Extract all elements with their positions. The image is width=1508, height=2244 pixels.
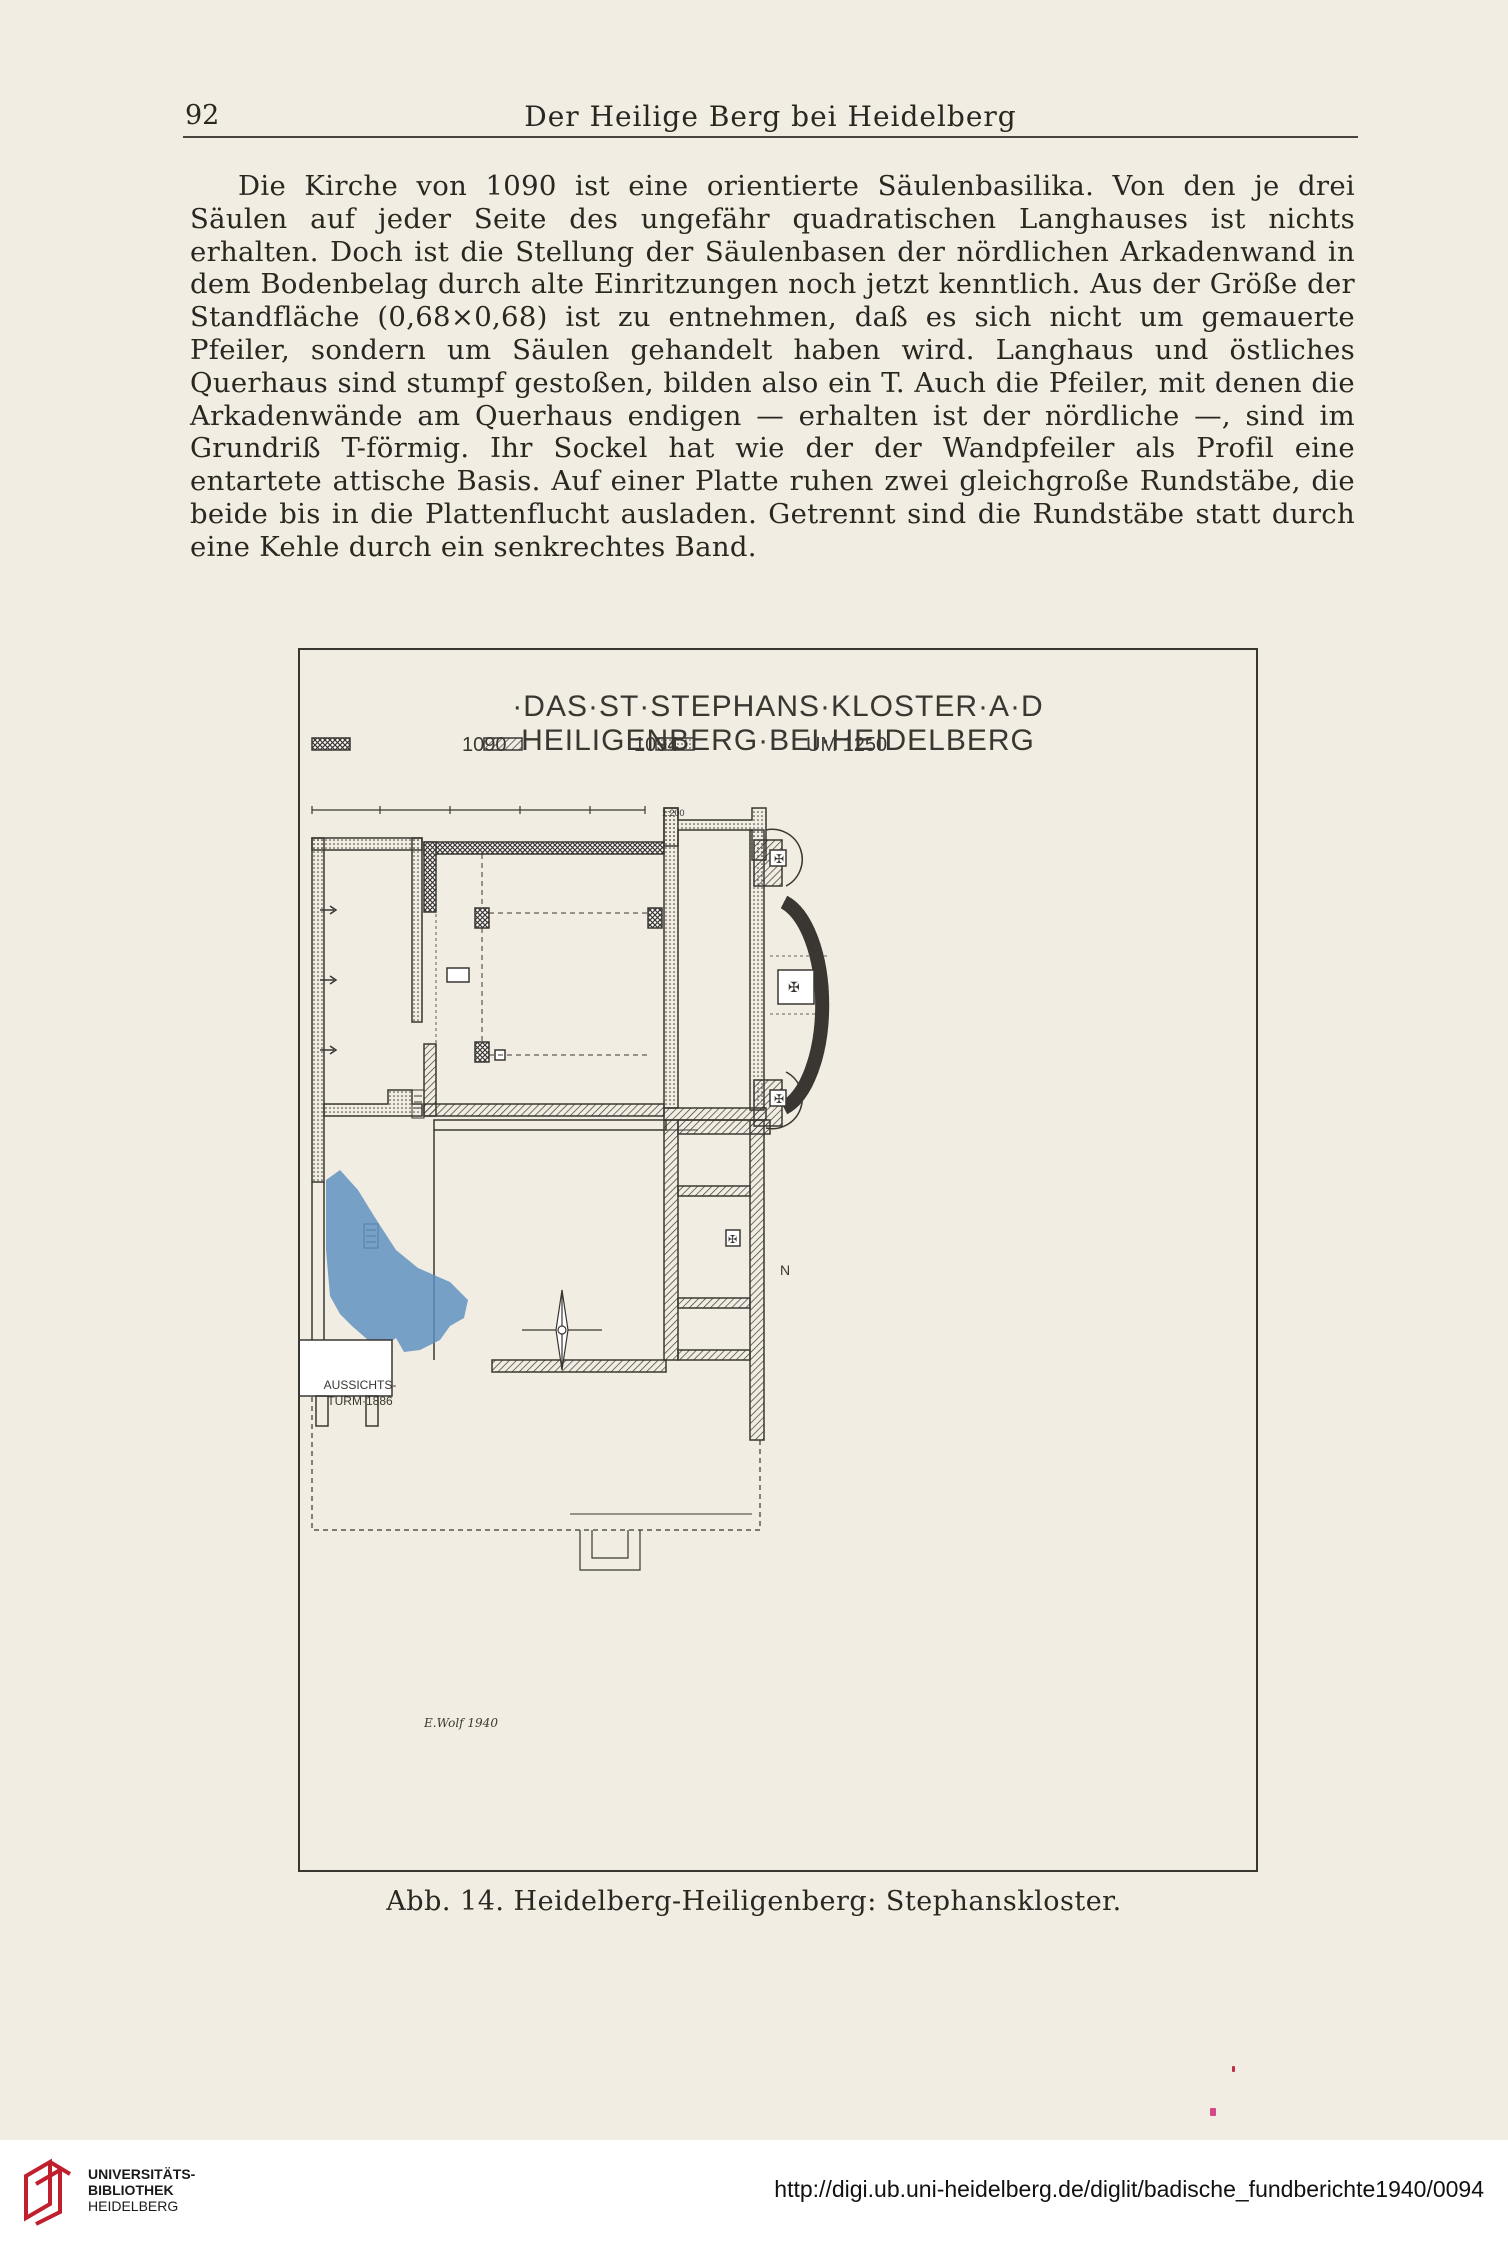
library-logo-icon[interactable] xyxy=(20,2154,76,2226)
figure-title: ·DAS·ST·STEPHANS·KLOSTER·A·D HEILIGENBER… xyxy=(512,690,1044,757)
source-url-link[interactable]: http://digi.ub.uni-heidelberg.de/diglit/… xyxy=(774,2176,1484,2202)
library-name-line2: BIBLIOTHEK xyxy=(88,2182,174,2198)
scale-bar xyxy=(311,806,646,814)
drafter-signature: E.Wolf 1940 xyxy=(424,1716,498,1730)
south-enclosure xyxy=(311,1370,761,1571)
svg-text:✠: ✠ xyxy=(788,980,800,996)
tower-label-line1: AUSSICHTS- xyxy=(323,1378,397,1392)
library-name-line1: UNIVERSITÄTS- xyxy=(88,2166,196,2182)
floor-plan-drawing: ✠ ✠ ✠ ✠ xyxy=(300,737,830,1571)
svg-text:✠: ✠ xyxy=(728,1233,737,1246)
blue-stain xyxy=(326,1170,468,1360)
lookout-tower xyxy=(300,1339,393,1427)
page-number: 92 xyxy=(185,100,220,131)
legend-label-1094: 1094 xyxy=(634,734,679,756)
north-arrow xyxy=(522,1289,602,1371)
nave xyxy=(423,841,665,1117)
north-label: N xyxy=(780,1262,791,1278)
legend-swatch-1090 xyxy=(311,737,351,751)
tower-label: AUSSICHTS- TURM·1886 xyxy=(300,1377,420,1409)
cloister: ✠ xyxy=(311,1119,771,1441)
legend-swatch-1094 xyxy=(483,737,523,751)
red-speck xyxy=(1232,2066,1235,2072)
library-name-line3: HEIDELBERG xyxy=(88,2198,179,2214)
footer-bar: UNIVERSITÄTS- BIBLIOTHEK HEIDELBERG http… xyxy=(0,2140,1508,2244)
legend-label-1250: UM 1250 xyxy=(806,734,888,756)
body-paragraph: Die Kirche von 1090 ist eine orientierte… xyxy=(190,170,1355,563)
pink-speck xyxy=(1210,2108,1216,2116)
legend-item-1250: UM 1250 xyxy=(756,734,887,757)
transept-and-apse: ✠ ✠ ✠ xyxy=(663,807,830,1131)
legend-swatch-1250 xyxy=(655,737,695,751)
tower-label-line2: TURM·1886 xyxy=(327,1394,393,1408)
legend-item-1090: 1090 xyxy=(412,734,507,757)
scale-label: 1:200 xyxy=(662,808,685,818)
west-wing xyxy=(311,837,425,1183)
page-header: 92 Der Heilige Berg bei Heidelberg xyxy=(183,100,1358,138)
floor-plan-figure: ✠ ✠ ✠ ✠ xyxy=(298,648,1258,1872)
figure-caption: Abb. 14. Heidelberg-Heiligenberg: Stepha… xyxy=(386,1886,1122,1917)
running-title: Der Heilige Berg bei Heidelberg xyxy=(524,100,1017,133)
svg-text:✠: ✠ xyxy=(774,852,784,866)
library-name: UNIVERSITÄTS- BIBLIOTHEK HEIDELBERG xyxy=(88,2166,195,2214)
svg-text:✠: ✠ xyxy=(774,1092,784,1106)
legend-item-1094: 1094 xyxy=(584,734,679,757)
legend-label-1090: 1090 xyxy=(462,734,507,756)
